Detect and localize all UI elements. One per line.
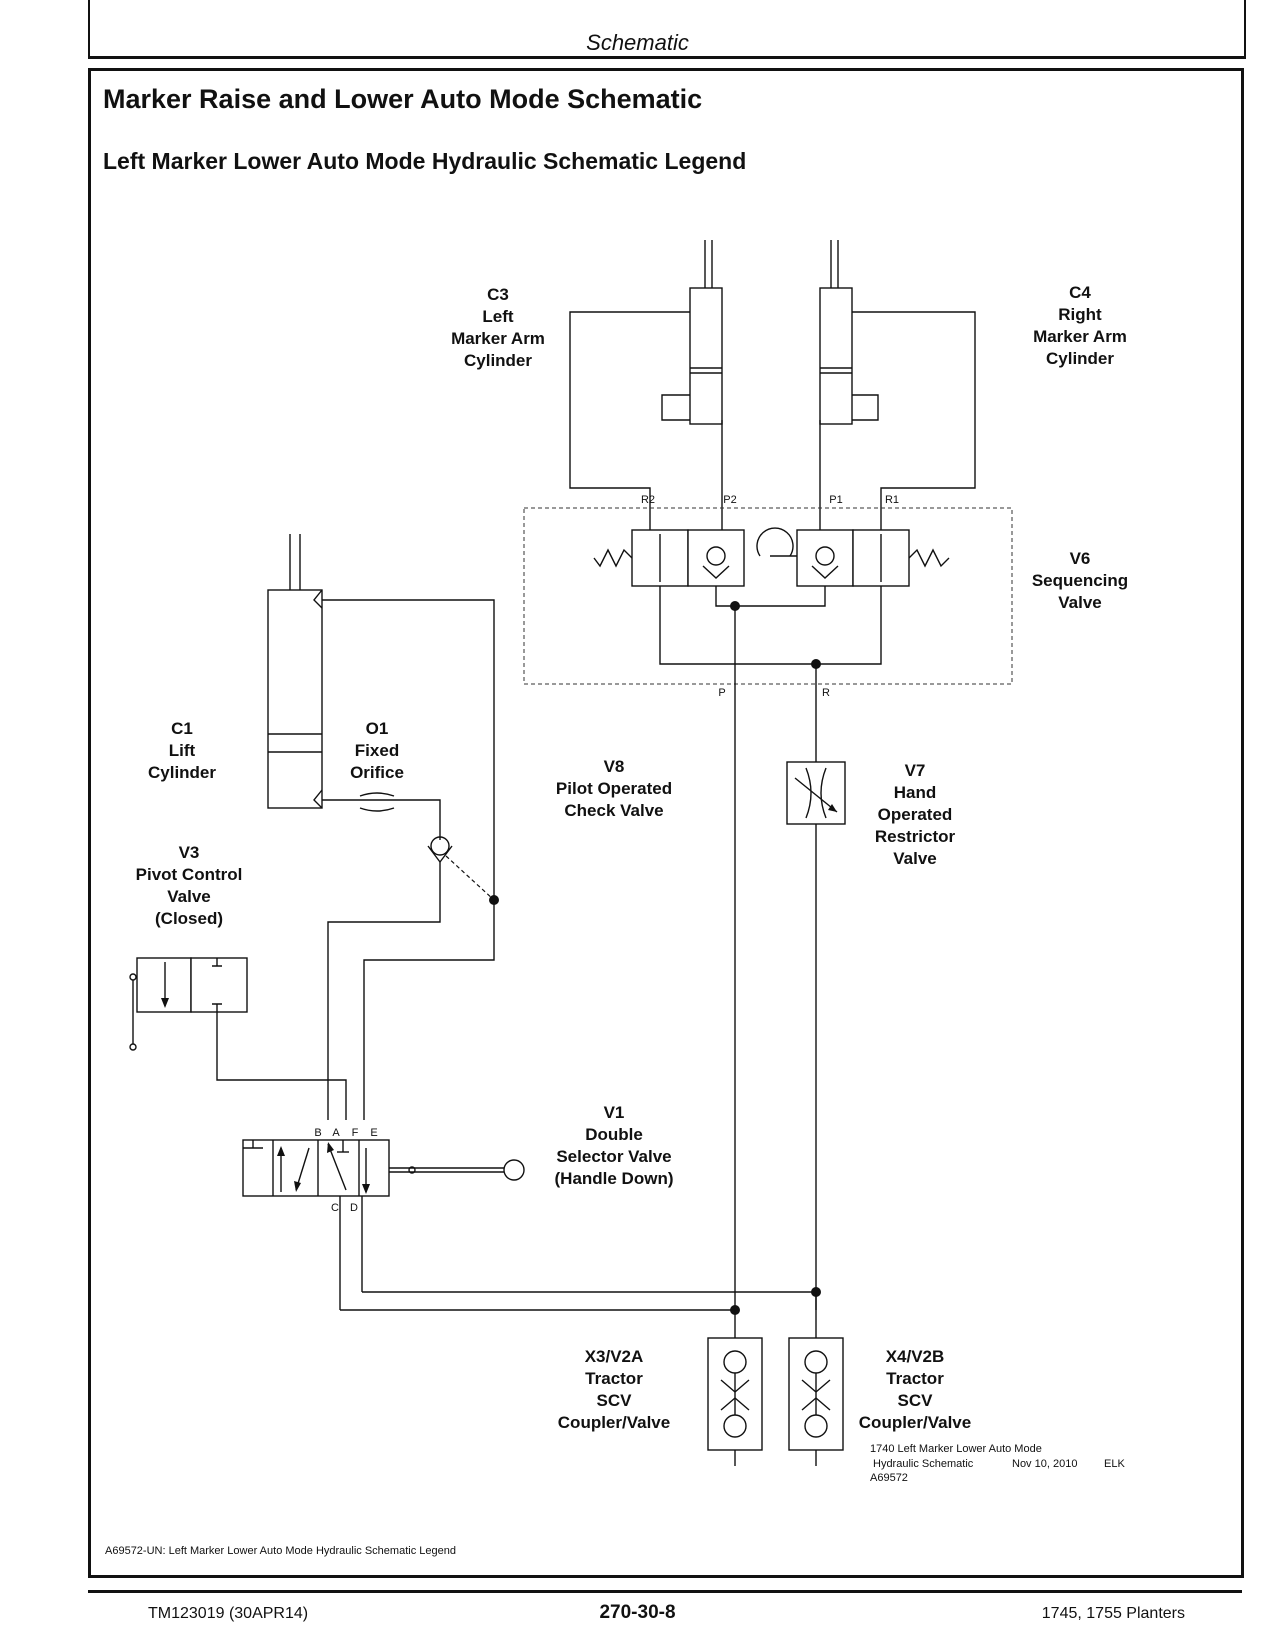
- port-b: B: [314, 1127, 321, 1139]
- svg-text:C1: C1: [171, 719, 193, 738]
- svg-text:V6: V6: [1070, 549, 1091, 568]
- drawing-metadata: 1740 Left Marker Lower Auto Mode Hydraul…: [870, 1443, 1125, 1484]
- footer-rule: [88, 1590, 1242, 1593]
- footer-product: 1745, 1755 Planters: [1041, 1605, 1185, 1622]
- v6-sequencing-valve: [523, 507, 1013, 685]
- label-v6: V6 Sequencing Valve: [1032, 549, 1128, 612]
- svg-text:A69572: A69572: [870, 1472, 908, 1484]
- port-f: F: [352, 1127, 359, 1139]
- svg-text:V3: V3: [179, 843, 200, 862]
- svg-text:Hand: Hand: [894, 783, 937, 802]
- svg-text:Fixed: Fixed: [355, 741, 399, 760]
- svg-text:Marker Arm: Marker Arm: [451, 329, 545, 348]
- x3-coupler-valve: [707, 1337, 763, 1466]
- svg-text:SCV: SCV: [597, 1391, 633, 1410]
- svg-text:Operated: Operated: [878, 805, 953, 824]
- svg-text:(Handle Down): (Handle Down): [555, 1169, 674, 1188]
- c4-right-marker-cylinder: [819, 240, 879, 425]
- svg-text:1740 Left Marker Lower Auto Mo: 1740 Left Marker Lower Auto Mode: [870, 1443, 1042, 1455]
- svg-text:(Closed): (Closed): [155, 909, 223, 928]
- v3-pivot-control-valve: [129, 957, 347, 1120]
- svg-text:V7: V7: [905, 761, 926, 780]
- svg-text:Marker Arm: Marker Arm: [1033, 327, 1127, 346]
- svg-text:Valve: Valve: [893, 849, 937, 868]
- svg-text:Cylinder: Cylinder: [1046, 349, 1114, 368]
- svg-text:Cylinder: Cylinder: [148, 763, 216, 782]
- legend-title: Left Marker Lower Auto Mode Hydraulic Sc…: [103, 148, 747, 174]
- port-p: P: [718, 687, 725, 699]
- label-v8: V8 Pilot Operated Check Valve: [556, 757, 672, 820]
- label-c3: C3 Left Marker Arm Cylinder: [451, 285, 545, 370]
- svg-text:Valve: Valve: [1058, 593, 1102, 612]
- v8-pilot-check-valve: [327, 836, 499, 1120]
- svg-text:Restrictor: Restrictor: [875, 827, 956, 846]
- label-v1: V1 Double Selector Valve (Handle Down): [555, 1103, 674, 1188]
- port-r: R: [822, 687, 830, 699]
- label-c4: C4 Right Marker Arm Cylinder: [1033, 283, 1127, 368]
- svg-text:O1: O1: [366, 719, 389, 738]
- section-label: Schematic: [586, 30, 689, 55]
- label-x4: X4/V2B Tractor SCV Coupler/Valve: [859, 1347, 971, 1432]
- svg-text:C3: C3: [487, 285, 509, 304]
- svg-text:Selector Valve: Selector Valve: [556, 1147, 671, 1166]
- port-c: C: [331, 1202, 339, 1214]
- content-frame: [88, 68, 1244, 1578]
- svg-text:SCV: SCV: [898, 1391, 934, 1410]
- footer-doc-id: TM123019 (30APR14): [148, 1605, 309, 1622]
- svg-text:Coupler/Valve: Coupler/Valve: [558, 1413, 670, 1432]
- label-v3: V3 Pivot Control Valve (Closed): [136, 843, 243, 928]
- v1-double-selector-valve: [242, 1139, 525, 1310]
- svg-text:Valve: Valve: [167, 887, 211, 906]
- label-x3: X3/V2A Tractor SCV Coupler/Valve: [558, 1347, 670, 1432]
- svg-text:Hydraulic Schematic: Hydraulic Schematic: [873, 1458, 974, 1470]
- port-e: E: [370, 1127, 377, 1139]
- svg-text:ELK: ELK: [1104, 1458, 1125, 1470]
- port-p2: P2: [723, 494, 736, 506]
- page-title: Marker Raise and Lower Auto Mode Schemat…: [103, 84, 703, 114]
- svg-text:Lift: Lift: [169, 741, 196, 760]
- o1-fixed-orifice: [322, 792, 441, 840]
- svg-text:Check Valve: Check Valve: [564, 801, 663, 820]
- svg-text:X3/V2A: X3/V2A: [585, 1347, 644, 1366]
- svg-text:C4: C4: [1069, 283, 1091, 302]
- svg-text:Sequencing: Sequencing: [1032, 571, 1128, 590]
- figure-caption: A69572-UN: Left Marker Lower Auto Mode H…: [105, 1545, 456, 1557]
- svg-text:Tractor: Tractor: [886, 1369, 944, 1388]
- label-o1: O1 Fixed Orifice: [350, 719, 404, 782]
- svg-text:Orifice: Orifice: [350, 763, 404, 782]
- svg-text:Tractor: Tractor: [585, 1369, 643, 1388]
- svg-text:X4/V2B: X4/V2B: [886, 1347, 945, 1366]
- port-r1: R1: [885, 494, 899, 506]
- header-frame: [88, 0, 1246, 59]
- port-r2: R2: [641, 494, 655, 506]
- svg-text:Double: Double: [585, 1125, 643, 1144]
- x4-coupler-valve: [788, 1337, 844, 1466]
- svg-text:V8: V8: [604, 757, 625, 776]
- svg-text:Left: Left: [482, 307, 514, 326]
- svg-text:Coupler/Valve: Coupler/Valve: [859, 1413, 971, 1432]
- port-d: D: [350, 1202, 358, 1214]
- svg-text:Pivot Control: Pivot Control: [136, 865, 243, 884]
- svg-text:Pilot Operated: Pilot Operated: [556, 779, 672, 798]
- svg-text:Right: Right: [1058, 305, 1102, 324]
- c1-lift-cylinder: [267, 534, 323, 809]
- port-a: A: [332, 1127, 340, 1139]
- footer-page-number: 270-30-8: [599, 1602, 676, 1623]
- label-v7: V7 Hand Operated Restrictor Valve: [875, 761, 956, 868]
- port-p1: P1: [829, 494, 842, 506]
- svg-text:Nov 10, 2010: Nov 10, 2010: [1012, 1458, 1077, 1470]
- svg-text:Cylinder: Cylinder: [464, 351, 532, 370]
- v7-restrictor-valve: [786, 761, 846, 825]
- c3-left-marker-cylinder: [661, 240, 723, 425]
- svg-text:V1: V1: [604, 1103, 625, 1122]
- label-c1: C1 Lift Cylinder: [148, 719, 216, 782]
